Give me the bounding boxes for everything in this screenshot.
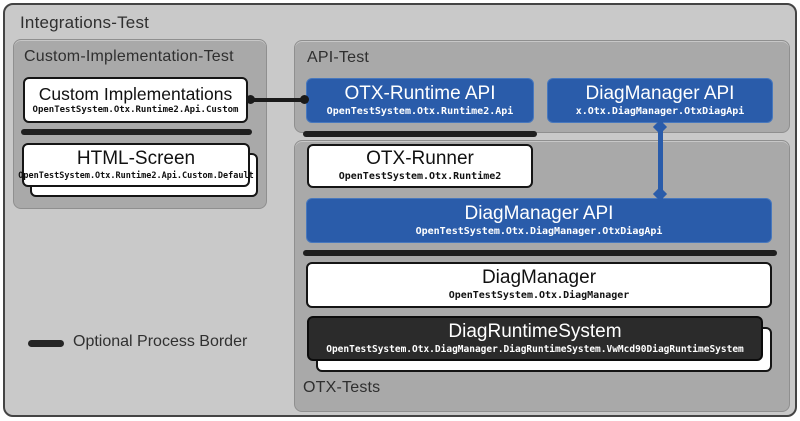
node-diagmanager-api-top: DiagManager API x.Otx.DiagManager.OtxDia…: [547, 78, 773, 123]
group-label-custom-implementation-test: Custom-Implementation-Test: [24, 48, 234, 66]
node-diagmanager: DiagManager OpenTestSystem.Otx.DiagManag…: [306, 262, 772, 308]
connector-custom-to-runtime-line: [250, 98, 306, 102]
node-diagmanager-api: DiagManager API OpenTestSystem.Otx.DiagM…: [306, 198, 772, 243]
node-otx-runner-title: OTX-Runner: [366, 148, 474, 170]
node-diagmanager-title: DiagManager: [482, 267, 596, 289]
legend-label: Optional Process Border: [73, 333, 247, 351]
node-diagmanager-api-title: DiagManager API: [465, 203, 614, 225]
node-otx-runtime-api-subtitle: OpenTestSystem.Otx.Runtime2.Api: [327, 106, 514, 119]
process-border-right-bottom: [303, 250, 777, 256]
node-diagruntimesystem: DiagRuntimeSystem OpenTestSystem.Otx.Dia…: [307, 316, 763, 361]
node-otx-runner: OTX-Runner OpenTestSystem.Otx.Runtime2: [307, 144, 533, 188]
node-diagruntimesystem-subtitle: OpenTestSystem.Otx.DiagManager.DiagRunti…: [326, 344, 744, 356]
node-html-screen-subtitle: OpenTestSystem.Otx.Runtime2.Api.Custom.D…: [18, 171, 253, 182]
node-custom-implementations-subtitle: OpenTestSystem.Otx.Runtime2.Api.Custom: [33, 105, 239, 116]
node-otx-runner-subtitle: OpenTestSystem.Otx.Runtime2: [339, 171, 502, 184]
node-otx-runtime-api: OTX-Runtime API OpenTestSystem.Otx.Runti…: [306, 78, 534, 123]
legend-process-border-icon: [28, 340, 64, 347]
connector-custom-endpoint-dot: [246, 95, 255, 104]
process-border-left: [21, 129, 252, 135]
group-label-api-test: API-Test: [307, 49, 369, 67]
group-label-integrations-test: Integrations-Test: [20, 13, 149, 33]
node-diagmanager-api-subtitle: OpenTestSystem.Otx.DiagManager.OtxDiagAp…: [416, 226, 663, 239]
node-custom-implementations-title: Custom Implementations: [39, 84, 233, 104]
connector-runtime-endpoint-dot: [300, 95, 309, 104]
node-diagmanager-api-top-title: DiagManager API: [586, 83, 735, 105]
node-otx-runtime-api-title: OTX-Runtime API: [345, 83, 496, 105]
node-diagruntimesystem-title: DiagRuntimeSystem: [448, 321, 621, 343]
node-html-screen-title: HTML-Screen: [77, 148, 195, 170]
group-label-otx-tests: OTX-Tests: [303, 379, 380, 397]
process-border-right-top: [303, 131, 537, 137]
node-diagmanager-subtitle: OpenTestSystem.Otx.DiagManager: [449, 290, 630, 303]
node-html-screen: HTML-Screen OpenTestSystem.Otx.Runtime2.…: [22, 143, 250, 187]
node-custom-implementations: Custom Implementations OpenTestSystem.Ot…: [23, 77, 248, 123]
node-diagmanager-api-top-subtitle: x.Otx.DiagManager.OtxDiagApi: [576, 106, 745, 119]
